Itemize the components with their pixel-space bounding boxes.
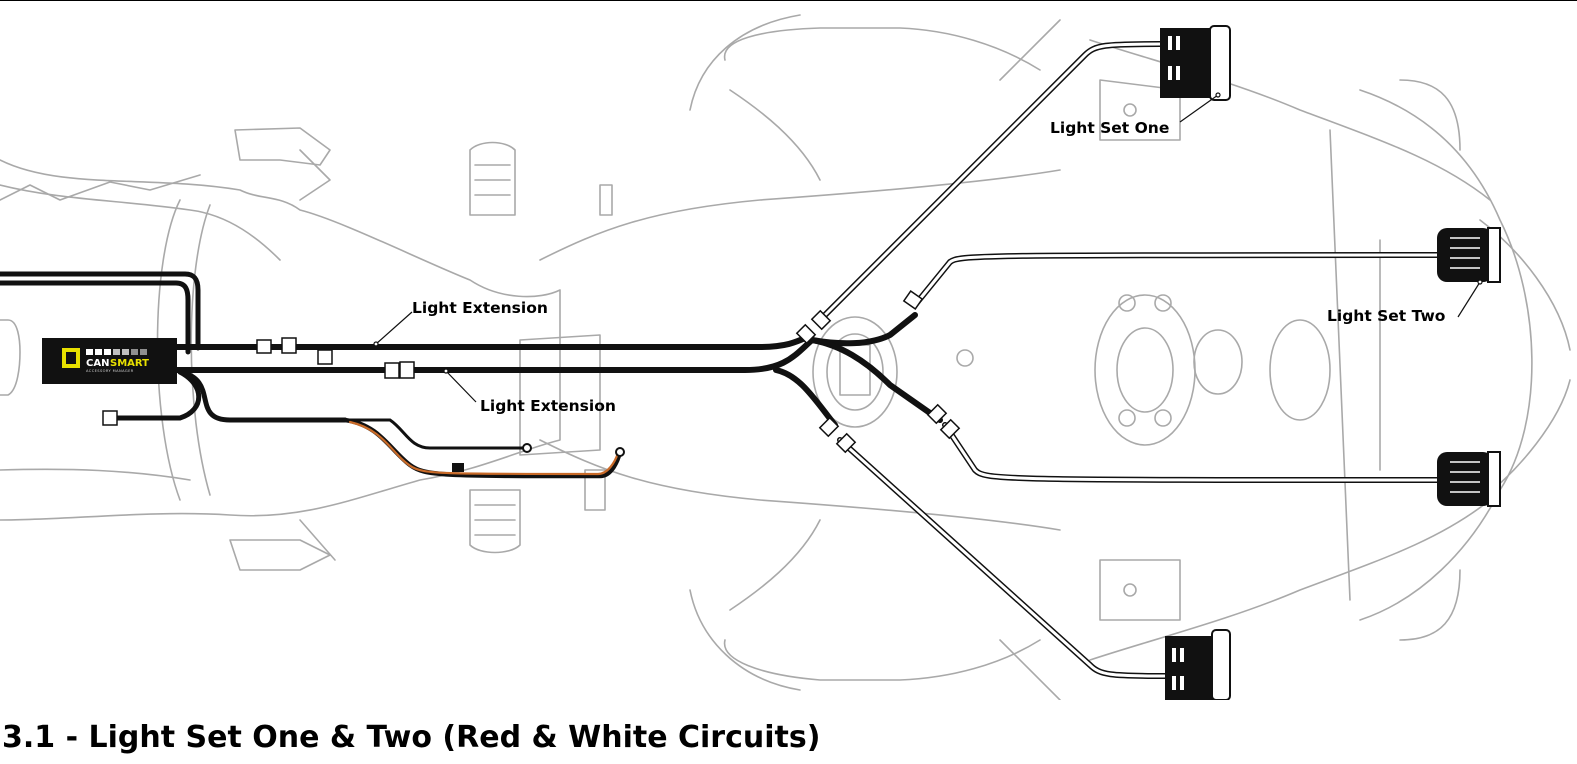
label-light-extension-bottom: Light Extension bbox=[480, 397, 616, 415]
connector bbox=[795, 323, 817, 345]
label-light-set-two: Light Set Two bbox=[1327, 307, 1445, 325]
motorcycle-outline bbox=[0, 14, 1571, 700]
connector bbox=[102, 410, 118, 426]
connector bbox=[384, 362, 400, 379]
light-cables bbox=[817, 41, 1443, 679]
connector bbox=[399, 361, 415, 379]
connector bbox=[926, 403, 948, 425]
top-rule bbox=[0, 0, 1577, 1]
connector bbox=[902, 290, 924, 310]
light-set-two-unit-upper bbox=[1437, 227, 1501, 283]
light-set-one-unit-top bbox=[1160, 25, 1231, 101]
light-set-two-unit-lower bbox=[1437, 451, 1501, 507]
wiring-diagram: CAN SMART ACCESSORY MANAGER bbox=[0, 14, 1571, 700]
connector bbox=[317, 349, 333, 365]
label-light-set-one: Light Set One bbox=[1050, 119, 1169, 137]
connector bbox=[810, 309, 832, 331]
connector bbox=[818, 416, 840, 438]
callout-leaders bbox=[373, 92, 1483, 403]
module-brand-can: CAN bbox=[86, 358, 109, 369]
module-brand-smart: SMART bbox=[110, 358, 149, 369]
connector bbox=[939, 418, 961, 440]
label-light-extension-top: Light Extension bbox=[412, 299, 548, 317]
connector bbox=[835, 432, 857, 454]
power-wires bbox=[342, 417, 625, 479]
diagram-caption: 3.1 - Light Set One & Two (Red & White C… bbox=[2, 720, 821, 755]
light-set-one-unit-bottom bbox=[1165, 629, 1231, 700]
connectors bbox=[102, 290, 961, 454]
module-subtitle: ACCESSORY MANAGER bbox=[86, 369, 134, 373]
connector bbox=[281, 337, 297, 354]
connector bbox=[256, 339, 272, 354]
cansmart-module: CAN SMART ACCESSORY MANAGER bbox=[42, 338, 177, 384]
